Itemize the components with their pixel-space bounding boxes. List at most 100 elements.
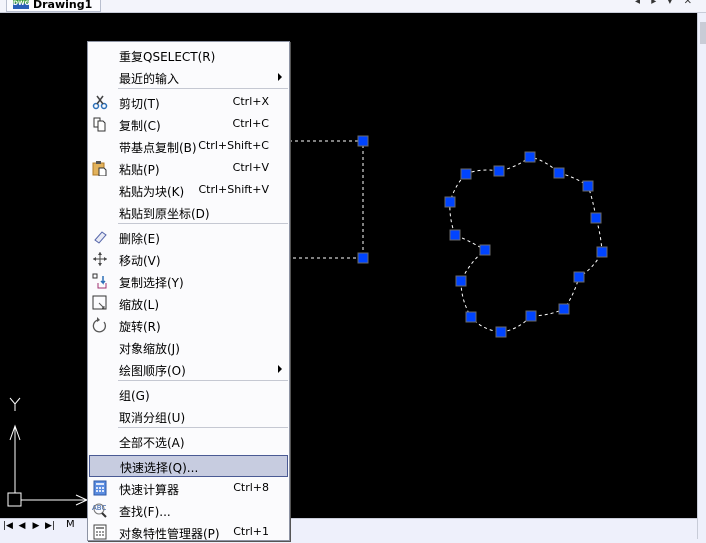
properties-icon (92, 524, 108, 540)
menu-item-shortcut: Ctrl+8 (233, 481, 269, 494)
find-abc-icon: ABC (92, 502, 108, 518)
menu-item-5[interactable]: 带基点复制(B)Ctrl+Shift+C (88, 135, 289, 157)
grip-handle[interactable] (596, 246, 608, 258)
menu-item-label: 缩放(L) (119, 298, 160, 312)
window-controls[interactable]: ◂ ▸ ▾ ✕ (635, 0, 696, 7)
grip-handle[interactable] (558, 303, 570, 315)
menu-item-11[interactable]: 复制选择(Y) (88, 270, 289, 292)
next-layout-icon[interactable]: ▶ (30, 519, 42, 532)
selected-spline (449, 156, 603, 333)
scale-icon (92, 295, 108, 311)
menu-separator (118, 88, 288, 89)
grip-handle[interactable] (524, 151, 536, 163)
last-layout-icon[interactable]: ▶| (44, 519, 56, 532)
menu-item-label: 组(G) (119, 389, 150, 403)
menu-item-17[interactable]: 取消分组(U) (88, 405, 289, 427)
ucs-icon (7, 397, 89, 507)
drawing-geometry (7, 135, 608, 507)
menu-item-label: 查找(F)... (119, 505, 171, 519)
menu-item-label: 粘贴(P) (119, 163, 160, 177)
menu-item-4[interactable]: 复制(C) Ctrl+C (88, 113, 289, 135)
prev-layout-icon[interactable]: ◀ (16, 519, 28, 532)
paste-icon (92, 160, 108, 176)
first-layout-icon[interactable]: |◀ (2, 519, 14, 532)
menu-item-9[interactable]: 删除(E) (88, 226, 289, 248)
context-menu: 重复QSELECT(R) 最近的输入剪切(T)Ctrl+X 复制(C) Ctrl+C 带… (87, 41, 290, 541)
grip-handle[interactable] (479, 244, 491, 256)
grip-handle[interactable] (553, 167, 565, 179)
menu-item-22[interactable]: 对象特性管理器(P) Ctrl+1 (88, 521, 289, 543)
grip-handle[interactable] (573, 271, 585, 283)
menu-item-12[interactable]: 缩放(L) (88, 292, 289, 314)
menu-item-19[interactable]: 快速选择(Q)... (89, 455, 288, 477)
menu-item-21[interactable]: ABC 查找(F)... (88, 499, 289, 521)
menu-item-16[interactable]: 组(G) (88, 383, 289, 405)
grip-handle[interactable] (460, 168, 472, 180)
selected-rectangle (289, 140, 364, 259)
menu-item-label: 移动(V) (119, 254, 161, 268)
grip-handle[interactable] (493, 165, 505, 177)
menu-item-label: 快速选择(Q)... (120, 461, 199, 475)
menu-item-label: 重复QSELECT(R) (119, 50, 216, 64)
menu-item-label: 旋转(R) (119, 320, 161, 334)
tab-drawing1[interactable]: DWG Drawing1 (6, 0, 102, 12)
menu-item-label: 绘图顺序(O) (119, 364, 186, 378)
menu-item-2[interactable]: 最近的输入 (88, 66, 289, 88)
grip-handle[interactable] (582, 180, 594, 192)
menu-item-shortcut: Ctrl+C (232, 117, 269, 130)
grip-handle[interactable] (525, 310, 537, 322)
menu-separator (118, 223, 288, 224)
copy-selection-icon (92, 273, 108, 289)
menu-item-1[interactable]: 重复QSELECT(R) (88, 44, 289, 66)
vertical-scrollbar[interactable] (700, 22, 706, 44)
menu-item-15[interactable]: 绘图顺序(O) (88, 358, 289, 380)
menu-item-label: 最近的输入 (119, 72, 180, 86)
grip-handle[interactable] (444, 196, 456, 208)
menu-item-14[interactable]: 对象缩放(J) (88, 336, 289, 358)
grip-handle[interactable] (590, 212, 602, 224)
layout-nav-buttons: |◀ ◀ ▶ ▶| (2, 519, 56, 532)
menu-item-18[interactable]: 全部不选(A) (88, 430, 289, 452)
grip-handle[interactable] (449, 229, 461, 241)
menu-item-shortcut: Ctrl+Shift+V (198, 183, 269, 196)
submenu-arrow-icon (278, 365, 282, 373)
model-tab[interactable]: M (66, 519, 75, 530)
dwg-file-icon: DWG (13, 0, 30, 9)
menu-item-label: 复制(C) (119, 119, 161, 133)
menu-separator (118, 380, 288, 381)
menu-item-10[interactable]: 移动(V) (88, 248, 289, 270)
right-panel-edge (697, 13, 706, 539)
menu-item-label: 对象特性管理器(P) (119, 527, 220, 541)
menu-item-6[interactable]: 粘贴(P)Ctrl+V (88, 157, 289, 179)
menu-item-20[interactable]: 快速计算器 Ctrl+8 (88, 477, 289, 499)
menu-item-label: 对象缩放(J) (119, 342, 180, 356)
document-tab-bar: DWG Drawing1 ◂ ▸ ▾ ✕ (0, 0, 706, 13)
grip-handle[interactable] (465, 311, 477, 323)
menu-item-shortcut: Ctrl+Shift+C (198, 139, 269, 152)
rotate-icon (92, 317, 108, 333)
move-icon (92, 251, 108, 267)
menu-item-13[interactable]: 旋转(R) (88, 314, 289, 336)
grip-handle[interactable] (495, 326, 507, 338)
calculator-icon (92, 480, 108, 496)
menu-item-label: 全部不选(A) (119, 436, 185, 450)
menu-item-7[interactable]: 粘贴为块(K) Ctrl+Shift+V (88, 179, 289, 201)
menu-item-3[interactable]: 剪切(T)Ctrl+X (88, 91, 289, 113)
menu-item-label: 快速计算器 (119, 483, 180, 497)
menu-item-label: 粘贴为块(K) (119, 185, 185, 199)
menu-item-shortcut: Ctrl+1 (233, 525, 269, 538)
menu-item-label: 粘贴到原坐标(D) (119, 207, 210, 221)
svg-text:ABC: ABC (92, 504, 106, 512)
scissors-icon (92, 94, 108, 110)
eraser-icon (92, 229, 108, 245)
tab-title: Drawing1 (33, 0, 93, 11)
grip-handle[interactable] (357, 252, 369, 264)
submenu-arrow-icon (278, 73, 282, 81)
menu-item-8[interactable]: 粘贴到原坐标(D) (88, 201, 289, 223)
menu-item-label: 带基点复制(B) (119, 141, 197, 155)
menu-item-label: 取消分组(U) (119, 411, 186, 425)
menu-item-label: 剪切(T) (119, 97, 160, 111)
menu-item-label: 删除(E) (119, 232, 160, 246)
grip-handle[interactable] (357, 135, 369, 147)
grip-handle[interactable] (455, 275, 467, 287)
